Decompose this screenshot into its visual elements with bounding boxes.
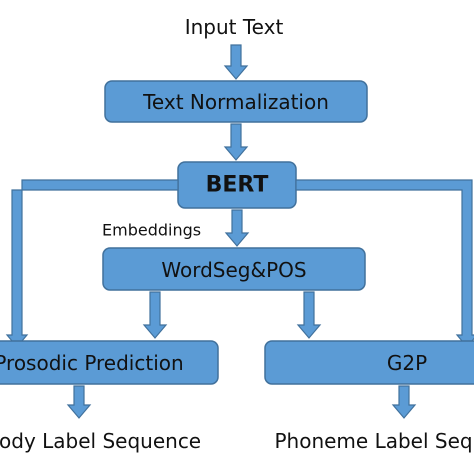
arrow-g2p-to-output	[391, 385, 417, 419]
text-normalization-label: Text Normalization	[142, 90, 329, 114]
arrow-input-to-normalization	[223, 44, 249, 80]
arrow-wordseg-to-prosodic	[142, 291, 168, 339]
prosodic-prediction-label: Prosodic Prediction	[0, 351, 184, 375]
wordseg-pos-label: WordSeg&POS	[161, 258, 306, 282]
prosodic-prediction-node: Prosodic Prediction	[0, 340, 219, 385]
embeddings-label: Embeddings	[102, 221, 201, 240]
arrow-prosodic-to-output	[66, 385, 92, 419]
phoneme-label-sequence-label: Phoneme Label Sequence	[274, 429, 474, 453]
g2p-node: G2P	[264, 340, 474, 385]
bert-node: BERT	[177, 161, 297, 209]
wordseg-pos-node: WordSeg&POS	[102, 247, 366, 291]
arrow-bert-to-wordseg	[224, 209, 250, 247]
text-normalization-node: Text Normalization	[104, 80, 368, 123]
arrow-normalization-to-bert	[223, 123, 249, 161]
arrow-wordseg-to-g2p	[296, 291, 322, 339]
bert-label: BERT	[206, 173, 269, 198]
input-text-label: Input Text	[185, 15, 284, 39]
g2p-label: G2P	[387, 351, 427, 375]
prosody-label-sequence-label: Prosody Label Sequence	[0, 429, 201, 453]
